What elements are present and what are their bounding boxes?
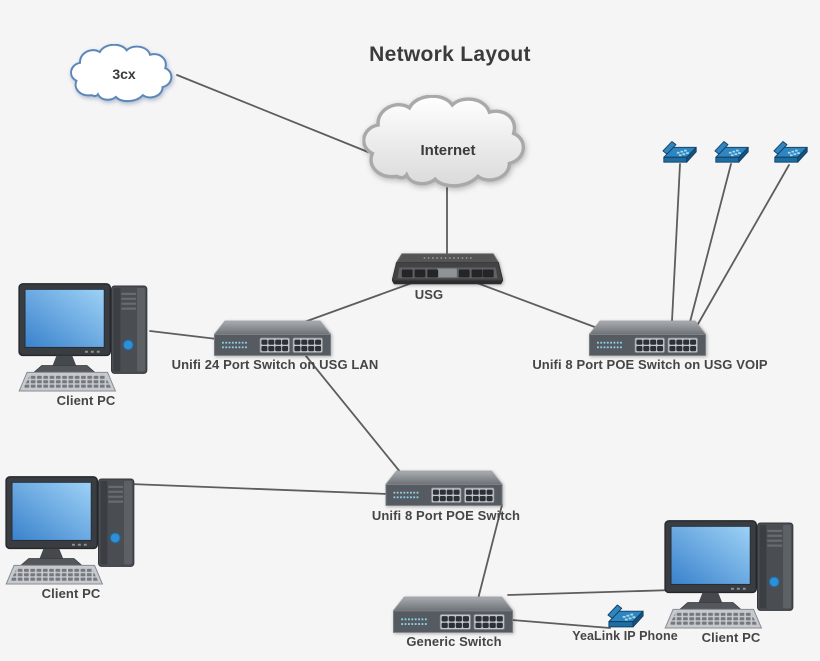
yealink-ip-phone-icon [607,599,645,630]
switch-lan-label: Unifi 24 Port Switch on USG LAN [171,357,379,372]
connection-phone-1-voip-switch [671,163,681,322]
usg-router-icon [392,252,503,285]
desktop-pc-icon-2 [5,476,137,586]
ip-phone-icon-3 [773,136,809,165]
connection-lan-switch-client-pc-1 [149,330,218,340]
connection-lan-switch-poe-switch [305,355,402,474]
yealink-phone-label: YeaLink IP Phone [572,629,678,643]
switch-generic-label: Generic Switch [406,634,502,649]
connection-generic-switch-client-pc-3 [507,589,675,596]
cloud-3cx: 3cx [70,44,178,105]
switch-voip-label: Unifi 8 Port POE Switch on USG VOIP [532,357,768,372]
cloud-3cx-label: 3cx [112,66,136,82]
desktop-pc-icon-1 [18,283,150,393]
cloud-internet: Internet [362,95,534,192]
diagram-title: Network Layout [369,43,531,66]
pc-bottom-left-label: Client PC [41,586,101,601]
pc-bottom-right-label: Client PC [701,630,761,645]
network-switch-icon-generic [393,596,513,633]
connection-generic-switch-yealink [511,619,611,629]
network-switch-icon-poe [385,470,503,506]
usg-label: USG [414,287,444,302]
network-switch-icon-lan [214,320,331,356]
desktop-pc-icon-3 [664,520,796,630]
switch-poe-label: Unifi 8 Port POE Switch [371,508,521,523]
ip-phone-icon-2 [714,136,750,165]
connection-phone-3-voip-switch [697,164,790,325]
connection-poe-switch-generic-switch [477,504,503,600]
cloud-internet-label: Internet [420,142,476,159]
pc-top-left-label: Client PC [56,393,116,408]
connection-poe-switch-client-pc-2 [103,482,389,495]
connection-usg-voip-switch [476,282,601,330]
ip-phone-icon-1 [662,136,698,165]
network-switch-icon-voip [589,320,706,356]
connection-3cx-internet [176,74,369,153]
connection-usg-lan-switch [295,282,413,326]
connection-phone-2-voip-switch [689,163,732,323]
